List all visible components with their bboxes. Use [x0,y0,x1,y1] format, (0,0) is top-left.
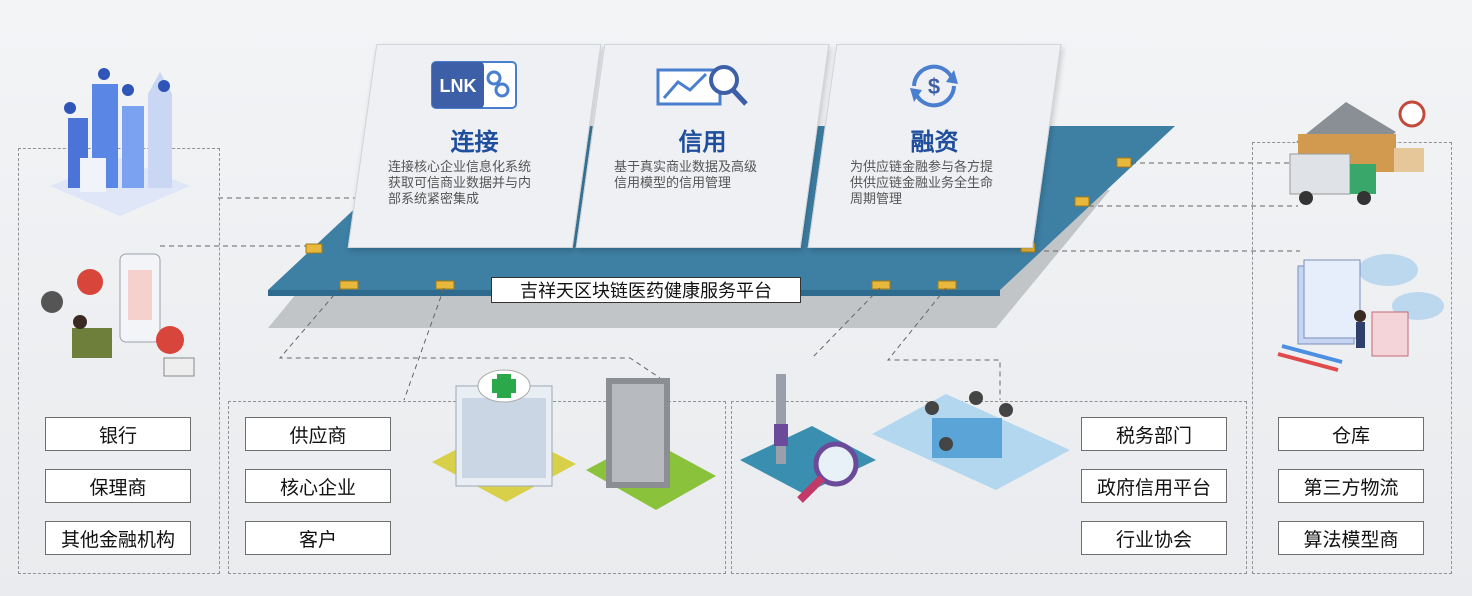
card-credit: 信用 基于真实商业数据及高级信用模型的信用管理 [575,44,830,248]
label-gov-credit: 政府信用平台 [1081,469,1227,503]
chip [871,280,891,290]
finance-people-illustration [41,253,195,377]
group-finance [18,148,220,574]
label-3pl: 第三方物流 [1278,469,1424,503]
finance-cycle-icon: $ [910,64,958,108]
chip [305,243,323,254]
chip [1116,157,1132,168]
connector-line [278,287,661,379]
chip [435,280,455,290]
connector-line [403,287,445,401]
label-warehouse: 仓库 [1278,417,1424,451]
label-algorithm-vendor: 算法模型商 [1278,521,1424,555]
label-supplier: 供应商 [245,417,391,451]
card-description: 基于真实商业数据及高级信用模型的信用管理 [614,160,758,191]
label-factor: 保理商 [45,469,191,503]
card-connect: LNK 连接 连接核心企业信息化系统 获取可信商业数据并与内部系统紧密集成 [347,44,602,248]
card-title: 融资 [910,128,959,156]
card-description: 为供应链金融参与各方提供供应链金融业务全生命周期管理 [850,160,994,207]
documents-cloud-illustration [1277,254,1444,372]
label-bank: 银行 [45,417,191,451]
card-title: 连接 [450,128,499,156]
warehouse-truck-illustration [1289,100,1426,205]
connector-line [811,287,881,359]
city-buildings-illustration [50,68,190,216]
card-description: 连接核心企业信息化系统 获取可信商业数据并与内部系统紧密集成 [388,160,532,207]
svg-text:LNK: LNK [440,76,477,96]
chip [937,280,957,290]
chip [1074,196,1090,207]
chip [339,280,359,290]
group-government [731,401,1247,574]
label-other-finance: 其他金融机构 [45,521,191,555]
label-core-enterprise: 核心企业 [245,469,391,503]
platform-label: 吉祥天区块链医药健康服务平台 [491,277,801,303]
card-finance: $ 融资 为供应链金融参与各方提供供应链金融业务全生命周期管理 [807,44,1062,248]
data-analysis-illustration [740,374,1070,503]
card-title: 信用 [678,128,727,156]
label-association: 行业协会 [1081,521,1227,555]
label-tax: 税务部门 [1081,417,1227,451]
svg-text:$: $ [928,74,940,99]
connector-line [886,287,1001,400]
credit-search-icon [656,65,748,106]
lnk-link-icon: LNK [431,61,517,109]
label-customer: 客户 [245,521,391,555]
hospital-building-illustration [432,369,716,510]
